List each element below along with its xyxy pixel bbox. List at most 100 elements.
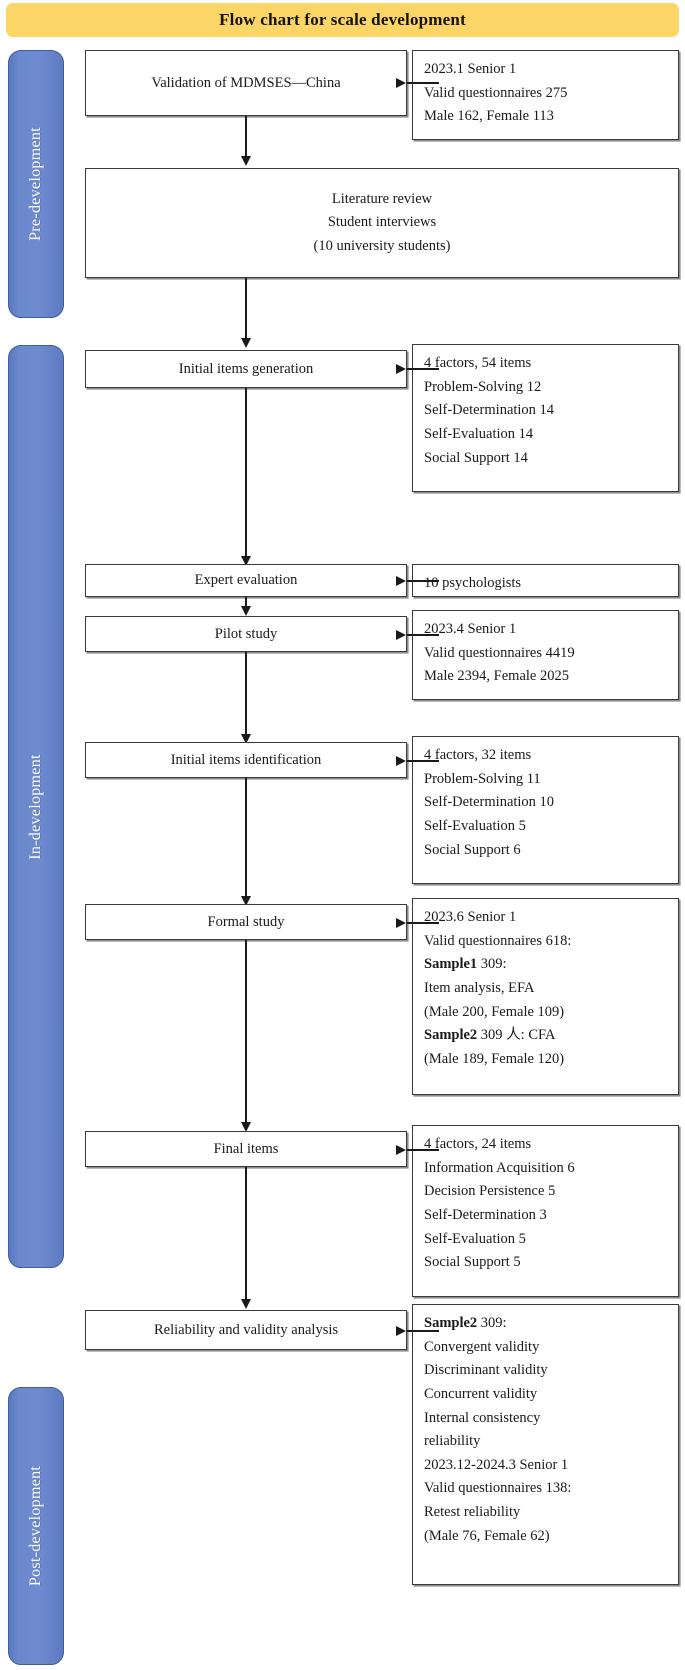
step-box-reliability-validity-analysis[interactable]: Reliability and validity analysis — [85, 1310, 407, 1350]
connector-validation-to-note — [407, 82, 439, 84]
note-rest: 309 人: CFA — [477, 1027, 556, 1044]
arrowhead-right-pilot — [396, 629, 406, 640]
note-line: Sample1 309: — [424, 953, 678, 977]
note-line: Problem-Solving 11 — [424, 770, 541, 787]
arrowhead-down-formal-study — [240, 896, 251, 906]
connector-expert-eval-to-pilot — [245, 597, 247, 611]
note-line: Sample2 309 人: CFA — [424, 1024, 678, 1048]
note-box-reliability-validity-analysis: Sample2 309: Convergent validity Discrim… — [412, 1304, 679, 1585]
note-line: Internal consistency — [424, 1409, 541, 1426]
step-box-expert-evaluation[interactable]: Expert evaluation — [85, 564, 407, 597]
step-label-validation: Validation of MDMSES—China — [151, 74, 341, 91]
step-box-initial-items-generation[interactable]: Initial items generation — [85, 350, 407, 388]
connector-initial-gen-to-expert-eval — [245, 388, 247, 560]
note-line: (Male 189, Female 120) — [424, 1050, 565, 1067]
note-line: 4 factors, 24 items — [424, 1136, 532, 1152]
note-line: Social Support 6 — [424, 841, 521, 858]
chart-title-banner: Flow chart for scale development — [6, 3, 679, 37]
connector-pilot-to-initial-ident — [245, 652, 247, 738]
stage-bar-pre-development: Pre-development — [8, 50, 64, 318]
step-box-initial-items-identification[interactable]: Initial items identification — [85, 742, 407, 778]
note-line: 2023.4 Senior 1 — [424, 621, 517, 637]
note-line: Self-Determination 14 — [424, 402, 555, 419]
note-line: Social Support 14 — [424, 449, 528, 466]
note-line: Retest reliability — [424, 1504, 521, 1520]
connector-formal-study-to-note — [407, 922, 439, 924]
step-line-literature: Literature review — [331, 190, 433, 207]
stage-label-pre-development: Pre-development — [27, 127, 44, 241]
step-line-literature: (10 university students) — [313, 237, 451, 254]
connector-initial-gen-to-note — [407, 368, 439, 370]
note-line: reliability — [424, 1433, 481, 1450]
note-line: Self-Evaluation 5 — [424, 1230, 526, 1247]
note-line: Male 162, Female 113 — [424, 108, 554, 125]
note-box-initial-items-identification: 4 factors, 32 items Problem-Solving 11 S… — [412, 736, 679, 884]
step-box-validation[interactable]: Validation of MDMSES—China — [85, 50, 407, 116]
connector-validation-to-literature — [245, 116, 247, 160]
arrowhead-down-reliability — [240, 1299, 251, 1309]
note-line: 10 psychologists — [424, 575, 522, 591]
page-title: Flow chart for scale development — [219, 10, 466, 29]
note-line: Problem-Solving 12 — [424, 378, 542, 395]
arrowhead-right-reliability — [396, 1325, 406, 1336]
stage-label-post-development: Post-development — [27, 1465, 44, 1587]
note-line: Valid questionnaires 618: — [424, 932, 572, 949]
arrowhead-down-initial-ident — [240, 734, 251, 744]
connector-final-items-to-note — [407, 1149, 439, 1151]
note-line: Decision Persistence 5 — [424, 1183, 556, 1200]
arrowhead-right-final-items — [396, 1144, 406, 1155]
note-line: Sample2 309: — [424, 1312, 678, 1336]
connector-formal-study-to-final-items — [245, 940, 247, 1126]
connector-final-items-to-reliability — [245, 1167, 247, 1303]
connector-expert-eval-to-note — [407, 580, 439, 582]
note-rest: 309: — [477, 1315, 507, 1331]
note-line: Information Acquisition 6 — [424, 1159, 575, 1176]
arrowhead-down-literature — [240, 156, 251, 166]
arrowhead-right-expert-eval — [396, 575, 406, 586]
note-line: Male 2394, Female 2025 — [424, 668, 569, 685]
note-line: Discriminant validity — [424, 1362, 548, 1379]
note-line: Self-Determination 10 — [424, 794, 555, 811]
note-box-final-items: 4 factors, 24 items Information Acquisit… — [412, 1125, 679, 1297]
arrowhead-right-initial-gen — [396, 363, 406, 374]
note-line: Valid questionnaires 4419 — [424, 644, 575, 661]
arrowhead-down-initial-gen — [240, 338, 251, 348]
note-line: Valid questionnaires 275 — [424, 84, 568, 101]
note-line: Convergent validity — [424, 1338, 540, 1355]
arrowhead-right-initial-ident — [396, 755, 406, 766]
note-line: (Male 200, Female 109) — [424, 1003, 565, 1020]
arrowhead-right-formal-study — [396, 917, 406, 928]
note-box-formal-study: 2023.6 Senior 1 Valid questionnaires 618… — [412, 898, 679, 1095]
note-box-expert-evaluation: 10 psychologists — [412, 564, 679, 597]
step-label-final-items: Final items — [213, 1140, 279, 1157]
note-line: Item analysis, EFA — [424, 979, 535, 996]
arrowhead-down-final-items — [240, 1122, 251, 1132]
connector-initial-ident-to-note — [407, 760, 439, 762]
arrowhead-down-expert-eval — [240, 556, 251, 566]
note-line: 2023.6 Senior 1 — [424, 909, 517, 925]
stage-bar-in-development: In-development — [8, 345, 64, 1268]
step-box-literature[interactable]: Literature review Student interviews (10… — [85, 168, 679, 278]
note-box-initial-items-generation: 4 factors, 54 items Problem-Solving 12 S… — [412, 344, 679, 492]
note-line: 2023.12-2024.3 Senior 1 — [424, 1456, 569, 1473]
note-line: Self-Evaluation 5 — [424, 817, 526, 834]
note-line: 4 factors, 54 items — [424, 355, 532, 371]
note-line: Self-Evaluation 14 — [424, 425, 534, 442]
note-emphasis: Sample2 — [424, 1315, 478, 1331]
step-box-pilot-study[interactable]: Pilot study — [85, 616, 407, 652]
note-rest: 309: — [477, 956, 507, 973]
stage-bar-post-development: Post-development — [8, 1387, 64, 1665]
step-label-pilot-study: Pilot study — [214, 625, 278, 642]
connector-reliability-to-note — [407, 1330, 439, 1332]
note-box-validation: 2023.1 Senior 1 Valid questionnaires 275… — [412, 50, 679, 140]
connector-pilot-to-note — [407, 634, 439, 636]
stage-label-in-development: In-development — [27, 753, 44, 860]
note-line: Valid questionnaires 138: — [424, 1480, 572, 1497]
note-line: Social Support 5 — [424, 1254, 521, 1271]
step-box-formal-study[interactable]: Formal study — [85, 904, 407, 940]
step-label-expert-evaluation: Expert evaluation — [194, 572, 298, 589]
note-emphasis: Sample2 — [424, 1027, 478, 1044]
step-box-final-items[interactable]: Final items — [85, 1131, 407, 1167]
note-line: 4 factors, 32 items — [424, 747, 532, 763]
